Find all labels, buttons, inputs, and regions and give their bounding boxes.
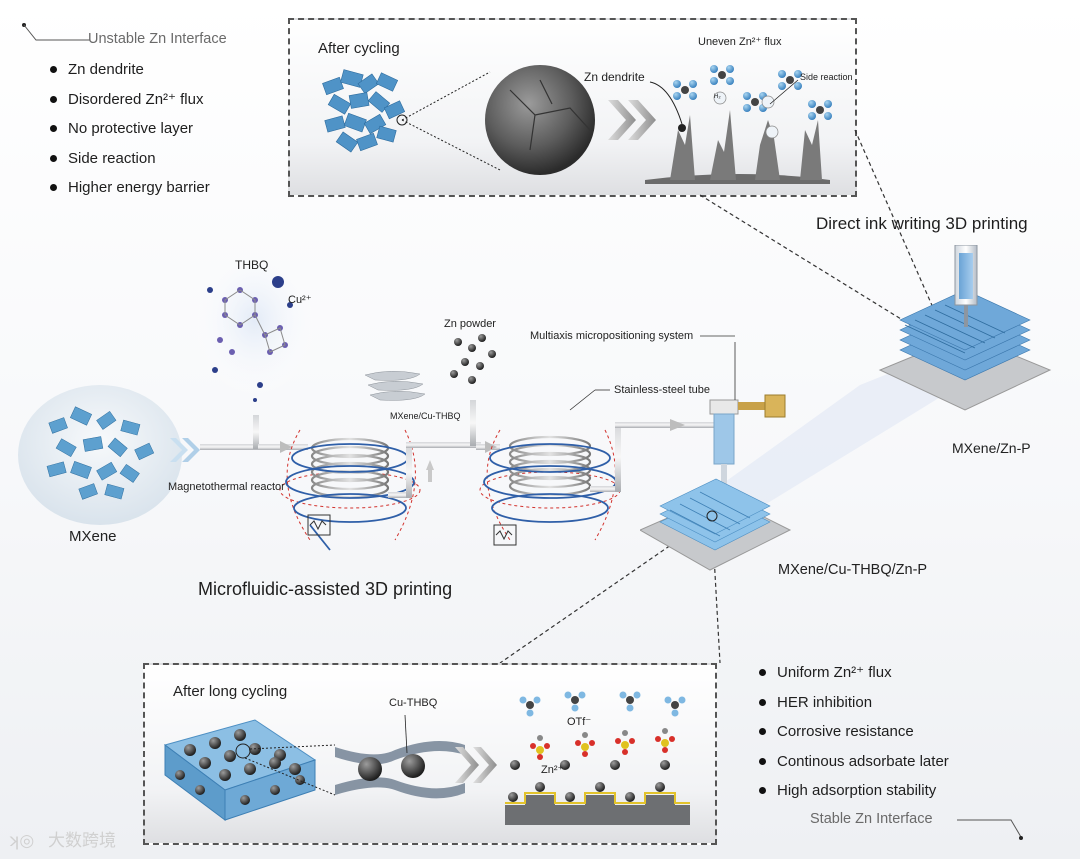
cu-thbq-label: Cu-THBQ <box>389 697 438 709</box>
after-long-cycling-title: After long cycling <box>173 683 288 700</box>
watermark: ʞ◎ 大数跨境 <box>8 826 116 851</box>
list-item: Side reaction <box>46 144 210 174</box>
mxene-zn-p-label: MXene/Zn-P <box>952 440 1031 456</box>
mxene-flake-cluster <box>322 69 406 153</box>
reactor-2 <box>479 429 621 546</box>
list-item: HER inhibition <box>755 688 949 718</box>
list-item: Higher energy barrier <box>46 173 210 203</box>
unstable-leader-line <box>22 22 92 44</box>
after-cycling-title: After cycling <box>318 40 400 57</box>
mxene-label: MXene <box>69 528 117 545</box>
direct-ink-writing-label: Direct ink writing 3D printing <box>816 214 1028 233</box>
zn-powder-label: Zn powder <box>444 318 496 330</box>
reactor-1 <box>279 429 421 551</box>
h2o-molecules <box>673 65 832 120</box>
list-item: Uniform Zn²⁺ flux <box>755 658 949 688</box>
dendrites <box>670 110 822 180</box>
stainless-steel-tube-label: Stainless-steel tube <box>614 384 710 396</box>
zn-dendrite-label: Zn dendrite <box>584 70 645 84</box>
stable-interface-title: Stable Zn Interface <box>810 811 933 827</box>
uneven-flux-label: Uneven Zn²⁺ flux <box>698 36 782 48</box>
water-molecules <box>519 691 686 717</box>
list-item: No protective layer <box>46 114 210 144</box>
h2-bubbles <box>713 91 779 139</box>
unstable-bullet-list: Zn dendrite Disordered Zn²⁺ flux No prot… <box>46 55 210 203</box>
otf-molecules <box>530 728 675 760</box>
list-item: Corrosive resistance <box>755 717 949 747</box>
list-item: Disordered Zn²⁺ flux <box>46 85 210 115</box>
mxene-cu-thbq-zn-p-block <box>640 478 792 571</box>
h2-label: H₂ <box>714 94 721 100</box>
zn-ion-label: Zn²⁺ <box>541 764 564 776</box>
after-cycling-illustration <box>322 65 832 184</box>
list-item: High adsorption stability <box>755 776 949 806</box>
after-cycling-panel: After cycling <box>288 18 857 197</box>
product-label: MXene/Cu-THBQ/Zn-P <box>778 562 928 578</box>
watermark-logo-icon: ʞ◎ <box>8 831 35 851</box>
mxene-flakes <box>46 406 155 500</box>
otf-label: OTf⁻ <box>567 716 592 728</box>
watermark-text: 大数跨境 <box>48 831 116 851</box>
list-item: Continous adsorbate later <box>755 747 949 777</box>
unstable-interface-title: Unstable Zn Interface <box>88 31 227 47</box>
stable-leader-line <box>955 818 1025 842</box>
cu-ion-label: Cu²⁺ <box>288 294 312 306</box>
list-item: Zn dendrite <box>46 55 210 85</box>
after-long-cycling-panel: After long cycling <box>143 663 717 845</box>
microfluidic-3d-printing-label: Microfluidic-assisted 3D printing <box>198 579 453 599</box>
stable-bullet-list: Uniform Zn²⁺ flux HER inhibition Corrosi… <box>755 658 949 806</box>
mxene-cu-thbq-flake-label: MXene/Cu-THBQ <box>390 411 461 421</box>
thbq-label: THBQ <box>235 258 269 272</box>
magnetothermal-reactor-label: Magnetothermal reactor <box>168 481 285 493</box>
after-long-cycling-illustration <box>163 691 690 825</box>
microfluidic-process <box>18 250 786 551</box>
side-reaction-label: Side reaction <box>800 72 853 82</box>
mxene-zn-p-block <box>878 245 1052 411</box>
multiaxis-label: Multiaxis micropositioning system <box>530 330 694 342</box>
